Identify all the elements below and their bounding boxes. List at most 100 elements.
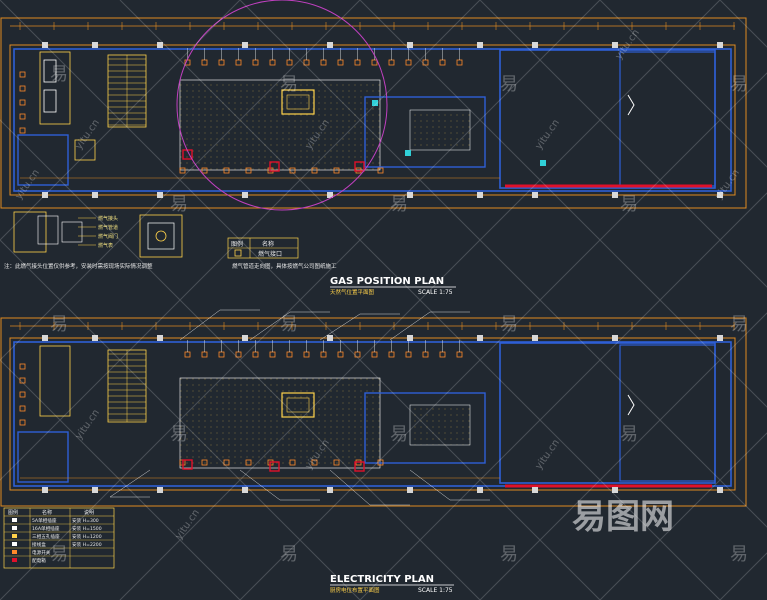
outlet-point: [456, 59, 463, 66]
column: [242, 335, 248, 341]
outlet-point: [19, 85, 26, 92]
column: [157, 335, 163, 341]
outlet-point: [19, 363, 26, 370]
outlet-point: [333, 167, 340, 174]
column: [407, 192, 413, 198]
outlet-point: [19, 419, 26, 426]
outlet-point: [218, 351, 225, 358]
column: [327, 335, 333, 341]
column: [612, 335, 618, 341]
watermark-url: yitu.cn: [73, 408, 102, 442]
column: [717, 335, 723, 341]
column: [477, 335, 483, 341]
outlet-point: [269, 351, 276, 358]
column: [407, 335, 413, 341]
gas-detail-label-4: 燃气表: [98, 242, 113, 249]
outlet-point: [337, 59, 344, 66]
outlet-point: [422, 351, 429, 358]
outlet-point: [405, 59, 412, 66]
gas-note-right: 燃气管道走向图，具体按燃气公司图纸施工: [232, 262, 337, 270]
column: [407, 42, 413, 48]
outlet-point: [377, 167, 384, 174]
gas-legend-table: 图例 名称 燃气接口: [227, 237, 299, 259]
outlet-point: [218, 59, 225, 66]
column: [477, 42, 483, 48]
gas-structural-columns: [42, 42, 723, 198]
outlet-point: [245, 459, 252, 466]
gas-legend-row-desc: 燃气接口: [258, 250, 282, 258]
outlet-point: [286, 351, 293, 358]
outlet-point: [184, 351, 191, 358]
outlet-point: [311, 167, 318, 174]
outlet-point: [333, 459, 340, 466]
column: [717, 192, 723, 198]
column: [157, 192, 163, 198]
electricity-legend-row-name: 三相五孔插座: [32, 533, 60, 540]
electricity-plan-title: ELECTRICITY PLAN: [330, 574, 434, 585]
gas-plan-subtitle: 天然气位置平面图: [330, 288, 375, 296]
outlet-point: [320, 351, 327, 358]
column: [42, 42, 48, 48]
outlet-point: [289, 167, 296, 174]
column: [92, 335, 98, 341]
electricity-legend-header-desc: 说明: [84, 509, 94, 516]
column: [532, 192, 538, 198]
electricity-plan: 图例 名称 说明 5A单相插座 安装 H=300 16A单相插座 安装 H=15…: [0, 309, 747, 594]
electricity-legend-row-name: 接线盒: [32, 541, 46, 548]
watermark-brand: 易图网: [572, 497, 674, 537]
gas-detail-box-2: [139, 214, 183, 258]
watermark-mark: 易: [280, 314, 298, 335]
watermark-mark: 易: [730, 74, 748, 95]
gas-detail-label-2: 燃气管道: [98, 224, 118, 231]
column: [477, 192, 483, 198]
outlet-point: [201, 351, 208, 358]
electricity-legend-header-symbol: 图例: [8, 509, 18, 516]
outlet-point: [439, 59, 446, 66]
outlet-point: [19, 113, 26, 120]
column: [532, 335, 538, 341]
column: [532, 42, 538, 48]
electricity-legend-row-name: 配电箱: [32, 557, 46, 564]
column: [42, 487, 48, 493]
gas-connection-points: [19, 48, 463, 174]
electricity-central-island: [281, 392, 315, 418]
column: [242, 192, 248, 198]
gas-detail-label-1: 燃气接头: [98, 215, 118, 222]
watermark-mark: 易: [170, 194, 188, 215]
column: [327, 487, 333, 493]
outlet-point: [371, 59, 378, 66]
outlet-point: [19, 127, 26, 134]
watermark-mark: 易: [730, 544, 748, 565]
gas-toilet-room: [39, 51, 71, 125]
column: [42, 192, 48, 198]
electricity-legend-row-name: 16A单相插座: [32, 525, 60, 532]
gas-plan: 燃气接头 燃气管道 燃气阀门 燃气表 图例 名称 燃气接口 注：此燃气接头位置仅…: [0, 0, 747, 296]
outlet-point: [245, 167, 252, 174]
gas-legend-symbol-header: 图例: [231, 240, 243, 248]
electricity-right-room: [499, 342, 716, 484]
column: [242, 487, 248, 493]
column: [42, 335, 48, 341]
outlet-point: [289, 459, 296, 466]
column: [157, 42, 163, 48]
outlet-point: [252, 59, 259, 66]
gas-highlight-circle: [176, 0, 388, 211]
column: [92, 192, 98, 198]
outlet-point: [388, 59, 395, 66]
outlet-point: [19, 377, 26, 384]
outlet-point: [201, 59, 208, 66]
outlet-point: [354, 59, 361, 66]
watermark-mark: 易: [280, 74, 298, 95]
gas-detail-label-3: 燃气阀门: [98, 233, 118, 240]
column: [92, 487, 98, 493]
outlet-point: [19, 391, 26, 398]
column: [612, 192, 618, 198]
gas-plan-title: GAS POSITION PLAN: [330, 276, 444, 287]
outlet-point: [179, 167, 186, 174]
watermark-mark: 易: [620, 424, 638, 445]
watermark-mark: 易: [500, 74, 518, 95]
outlet-point: [456, 351, 463, 358]
gas-note-left: 注：此燃气接头位置仅供参考，安装时需按现场实际情况调整: [4, 262, 153, 270]
electricity-plan-frame: [0, 317, 747, 507]
